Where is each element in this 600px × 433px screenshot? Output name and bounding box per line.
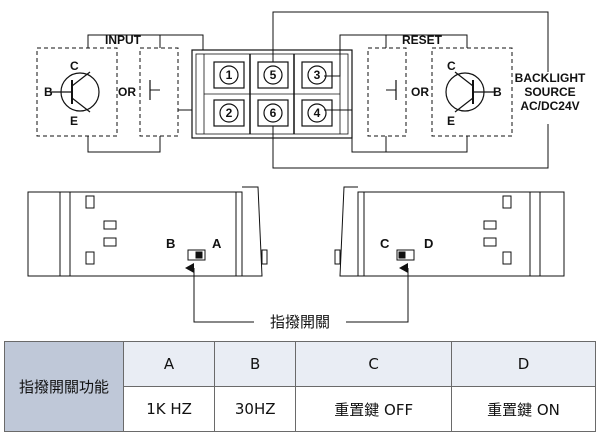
terminal-block-inner bbox=[195, 53, 349, 135]
switch-function-table: 指撥開關功能 A B C D 1K HZ 30HZ 重置鍵 OFF 重置鍵 ON bbox=[4, 341, 596, 432]
right-module-bezel bbox=[339, 186, 358, 277]
right-module bbox=[334, 186, 565, 277]
terminal-numbers: 1 2 3 4 5 6 bbox=[226, 68, 321, 120]
left-module bbox=[27, 186, 268, 277]
reset-circuit bbox=[272, 11, 549, 169]
terminal-2-screw bbox=[219, 103, 239, 123]
table-value-d: 重置鍵 ON bbox=[451, 386, 596, 432]
right-module-body bbox=[357, 191, 565, 277]
reset-or-label: OR bbox=[411, 85, 429, 99]
reset-wire-bottom bbox=[324, 109, 468, 153]
input-transistor-emitter bbox=[71, 97, 91, 113]
backlight-label-1: BACKLIGHT bbox=[515, 71, 586, 85]
dip-switch-ab-knob bbox=[195, 251, 203, 259]
terminal-3-label: 3 bbox=[314, 68, 321, 82]
terminal-1-label: 1 bbox=[226, 68, 233, 82]
dip-switch-cd-knob bbox=[398, 251, 406, 259]
terminal-2-label: 2 bbox=[226, 106, 233, 120]
reset-b-label: B bbox=[493, 85, 502, 99]
left-module-tab bbox=[261, 249, 268, 265]
left-module-slot-2 bbox=[103, 237, 117, 247]
switch-b-label: B bbox=[166, 236, 175, 251]
terminal-3-screw bbox=[307, 65, 327, 85]
wiring-diagram: 1 2 3 4 5 6 INPUT RESET OR OR B C E B bbox=[27, 11, 586, 331]
input-contact-box bbox=[139, 47, 179, 137]
switch-d-label: D bbox=[424, 236, 433, 251]
switch-caption: 指撥開關 bbox=[270, 314, 330, 331]
input-or-label: OR bbox=[118, 85, 136, 99]
table-value-row: 1K HZ 30HZ 重置鍵 OFF 重置鍵 ON bbox=[5, 386, 596, 432]
input-b-label: B bbox=[44, 85, 53, 99]
terminal-1-screw bbox=[219, 65, 239, 85]
reset-transistor bbox=[445, 71, 496, 113]
input-transistor-collector bbox=[71, 71, 91, 87]
right-module-slot-2 bbox=[483, 237, 497, 247]
terminal-6-label: 6 bbox=[270, 106, 277, 120]
left-module-bezel bbox=[242, 186, 263, 277]
input-transistor bbox=[50, 71, 100, 113]
reset-e-label: E bbox=[447, 114, 455, 128]
terminal-4-screw bbox=[307, 103, 327, 123]
reset-contact-box bbox=[367, 47, 407, 137]
pointer-left bbox=[185, 263, 254, 323]
table-header-c: C bbox=[295, 341, 453, 387]
switch-c-label: C bbox=[380, 236, 390, 251]
reset-transistor-emitter bbox=[454, 97, 474, 113]
backlight-label-2: SOURCE bbox=[524, 85, 575, 99]
right-module-slot-1 bbox=[483, 220, 497, 230]
switch-pointers bbox=[185, 263, 409, 323]
table-header-a: A bbox=[122, 341, 216, 387]
terminal-6-screw bbox=[263, 103, 283, 123]
reset-wire-top bbox=[324, 34, 468, 77]
reset-label: RESET bbox=[402, 33, 443, 47]
backlight-wire-bottom bbox=[272, 124, 549, 169]
table-value-c: 重置鍵 OFF bbox=[295, 386, 453, 432]
table-header-b: B bbox=[214, 341, 297, 387]
reset-c-label: C bbox=[447, 59, 456, 73]
terminal-4-label: 4 bbox=[314, 106, 321, 120]
left-module-slot-1 bbox=[103, 220, 117, 230]
right-module-tab bbox=[334, 249, 341, 265]
pointer-right bbox=[346, 263, 409, 323]
table-value-a: 1K HZ bbox=[122, 386, 216, 432]
backlight-label-3: AC/DC24V bbox=[520, 99, 579, 113]
left-module-body bbox=[27, 191, 243, 277]
input-c-label: C bbox=[70, 59, 79, 73]
backlight-wire-top bbox=[272, 11, 549, 72]
terminal-5-screw bbox=[263, 65, 283, 85]
input-wire-bottom bbox=[87, 136, 161, 153]
table-value-b: 30HZ bbox=[214, 386, 297, 432]
switch-a-label: A bbox=[212, 236, 222, 251]
reset-transistor-collector bbox=[454, 71, 474, 87]
table-header-row: 指撥開關功能 A B C D bbox=[4, 341, 596, 432]
terminal-block bbox=[191, 49, 353, 139]
input-e-label: E bbox=[70, 114, 78, 128]
input-label: INPUT bbox=[105, 33, 142, 47]
table-header-d: D bbox=[451, 341, 596, 387]
table-row-header: 指撥開關功能 bbox=[4, 341, 124, 432]
terminal-5-label: 5 bbox=[270, 68, 277, 82]
